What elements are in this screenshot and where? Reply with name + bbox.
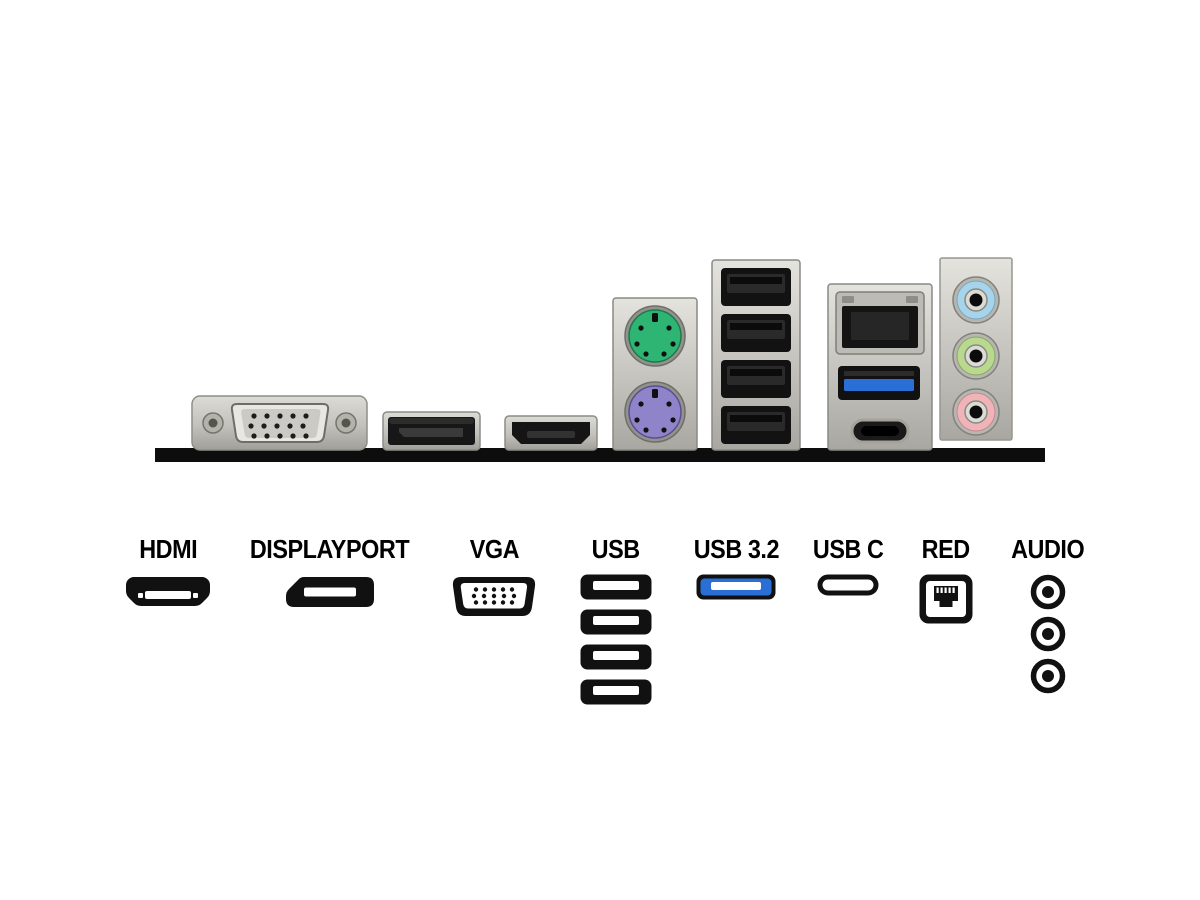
usbc-icon-wrap (815, 572, 881, 598)
usb-3-2-icon (696, 574, 776, 600)
usb-icon (580, 609, 652, 635)
displayport-icon (286, 577, 374, 607)
red-label: RED (921, 534, 971, 564)
usb-port (721, 314, 791, 352)
legend-item-usb32: USB 3.2 (666, 534, 806, 602)
audio-jack-icon (1030, 658, 1066, 694)
audio-icon-stack (1028, 572, 1068, 700)
rear-io-panel-photo (155, 257, 1045, 462)
ps2-mouse-port (624, 305, 686, 367)
displayport-port-photo (382, 411, 481, 451)
ethernet-port (835, 291, 925, 355)
audio-mic-jack (952, 388, 1000, 436)
legend-item-red: RED (886, 534, 1006, 626)
usb-port (721, 360, 791, 398)
audio-jacks-photo (939, 257, 1013, 441)
audio-jack-icon (1030, 616, 1066, 652)
usb-icon (580, 644, 652, 670)
legend-item-vga: VGA (424, 534, 564, 618)
ethernet-icon (919, 574, 973, 624)
audio-jack-icon (1030, 574, 1066, 610)
vga-label: VGA (469, 534, 519, 564)
usb-c-icon (817, 574, 879, 596)
hdmi-port-photo (504, 415, 598, 451)
audio-label: AUDIO (1011, 534, 1085, 564)
legend-item-usb: USB (556, 534, 676, 707)
ethernet-icon-wrap (917, 572, 975, 626)
vga-icon (452, 577, 536, 616)
legend-item-hdmi: HDMI (98, 534, 238, 612)
audio-jacks-icon (1030, 574, 1066, 694)
board-edge (155, 448, 1045, 462)
displayport-icon-wrap (278, 572, 382, 612)
audio-line-in-jack (952, 276, 1000, 324)
ps2-ports-photo (612, 297, 698, 451)
usb-icon (580, 679, 652, 705)
usb-c-port (850, 418, 910, 444)
usb-icon (580, 574, 652, 600)
usb32-label: USB 3.2 (693, 534, 779, 564)
legend-item-audio: AUDIO (988, 534, 1108, 700)
displayport-label: DISPLAYPORT (250, 534, 410, 564)
hdmi-icon (126, 577, 210, 606)
usb-port (721, 268, 791, 306)
ps2-keyboard-port (624, 381, 686, 443)
legend-item-usbc: USB C (788, 534, 908, 598)
usb-icon-stack (578, 572, 654, 707)
usb-stack-photo (711, 259, 801, 451)
audio-line-out-jack (952, 332, 1000, 380)
vga-port-photo (191, 395, 368, 451)
lan-usb-block-photo (827, 283, 933, 451)
usb32-icon-wrap (694, 572, 778, 602)
hdmi-icon-wrap (120, 572, 216, 612)
usb-label: USB (591, 534, 641, 564)
usb-port (721, 406, 791, 444)
vga-icon-wrap (446, 572, 542, 618)
legend-item-displayport: DISPLAYPORT (250, 534, 410, 612)
usb-3-2-port (838, 366, 920, 400)
usbc-label: USB C (812, 534, 884, 564)
hdmi-label: HDMI (139, 534, 197, 564)
